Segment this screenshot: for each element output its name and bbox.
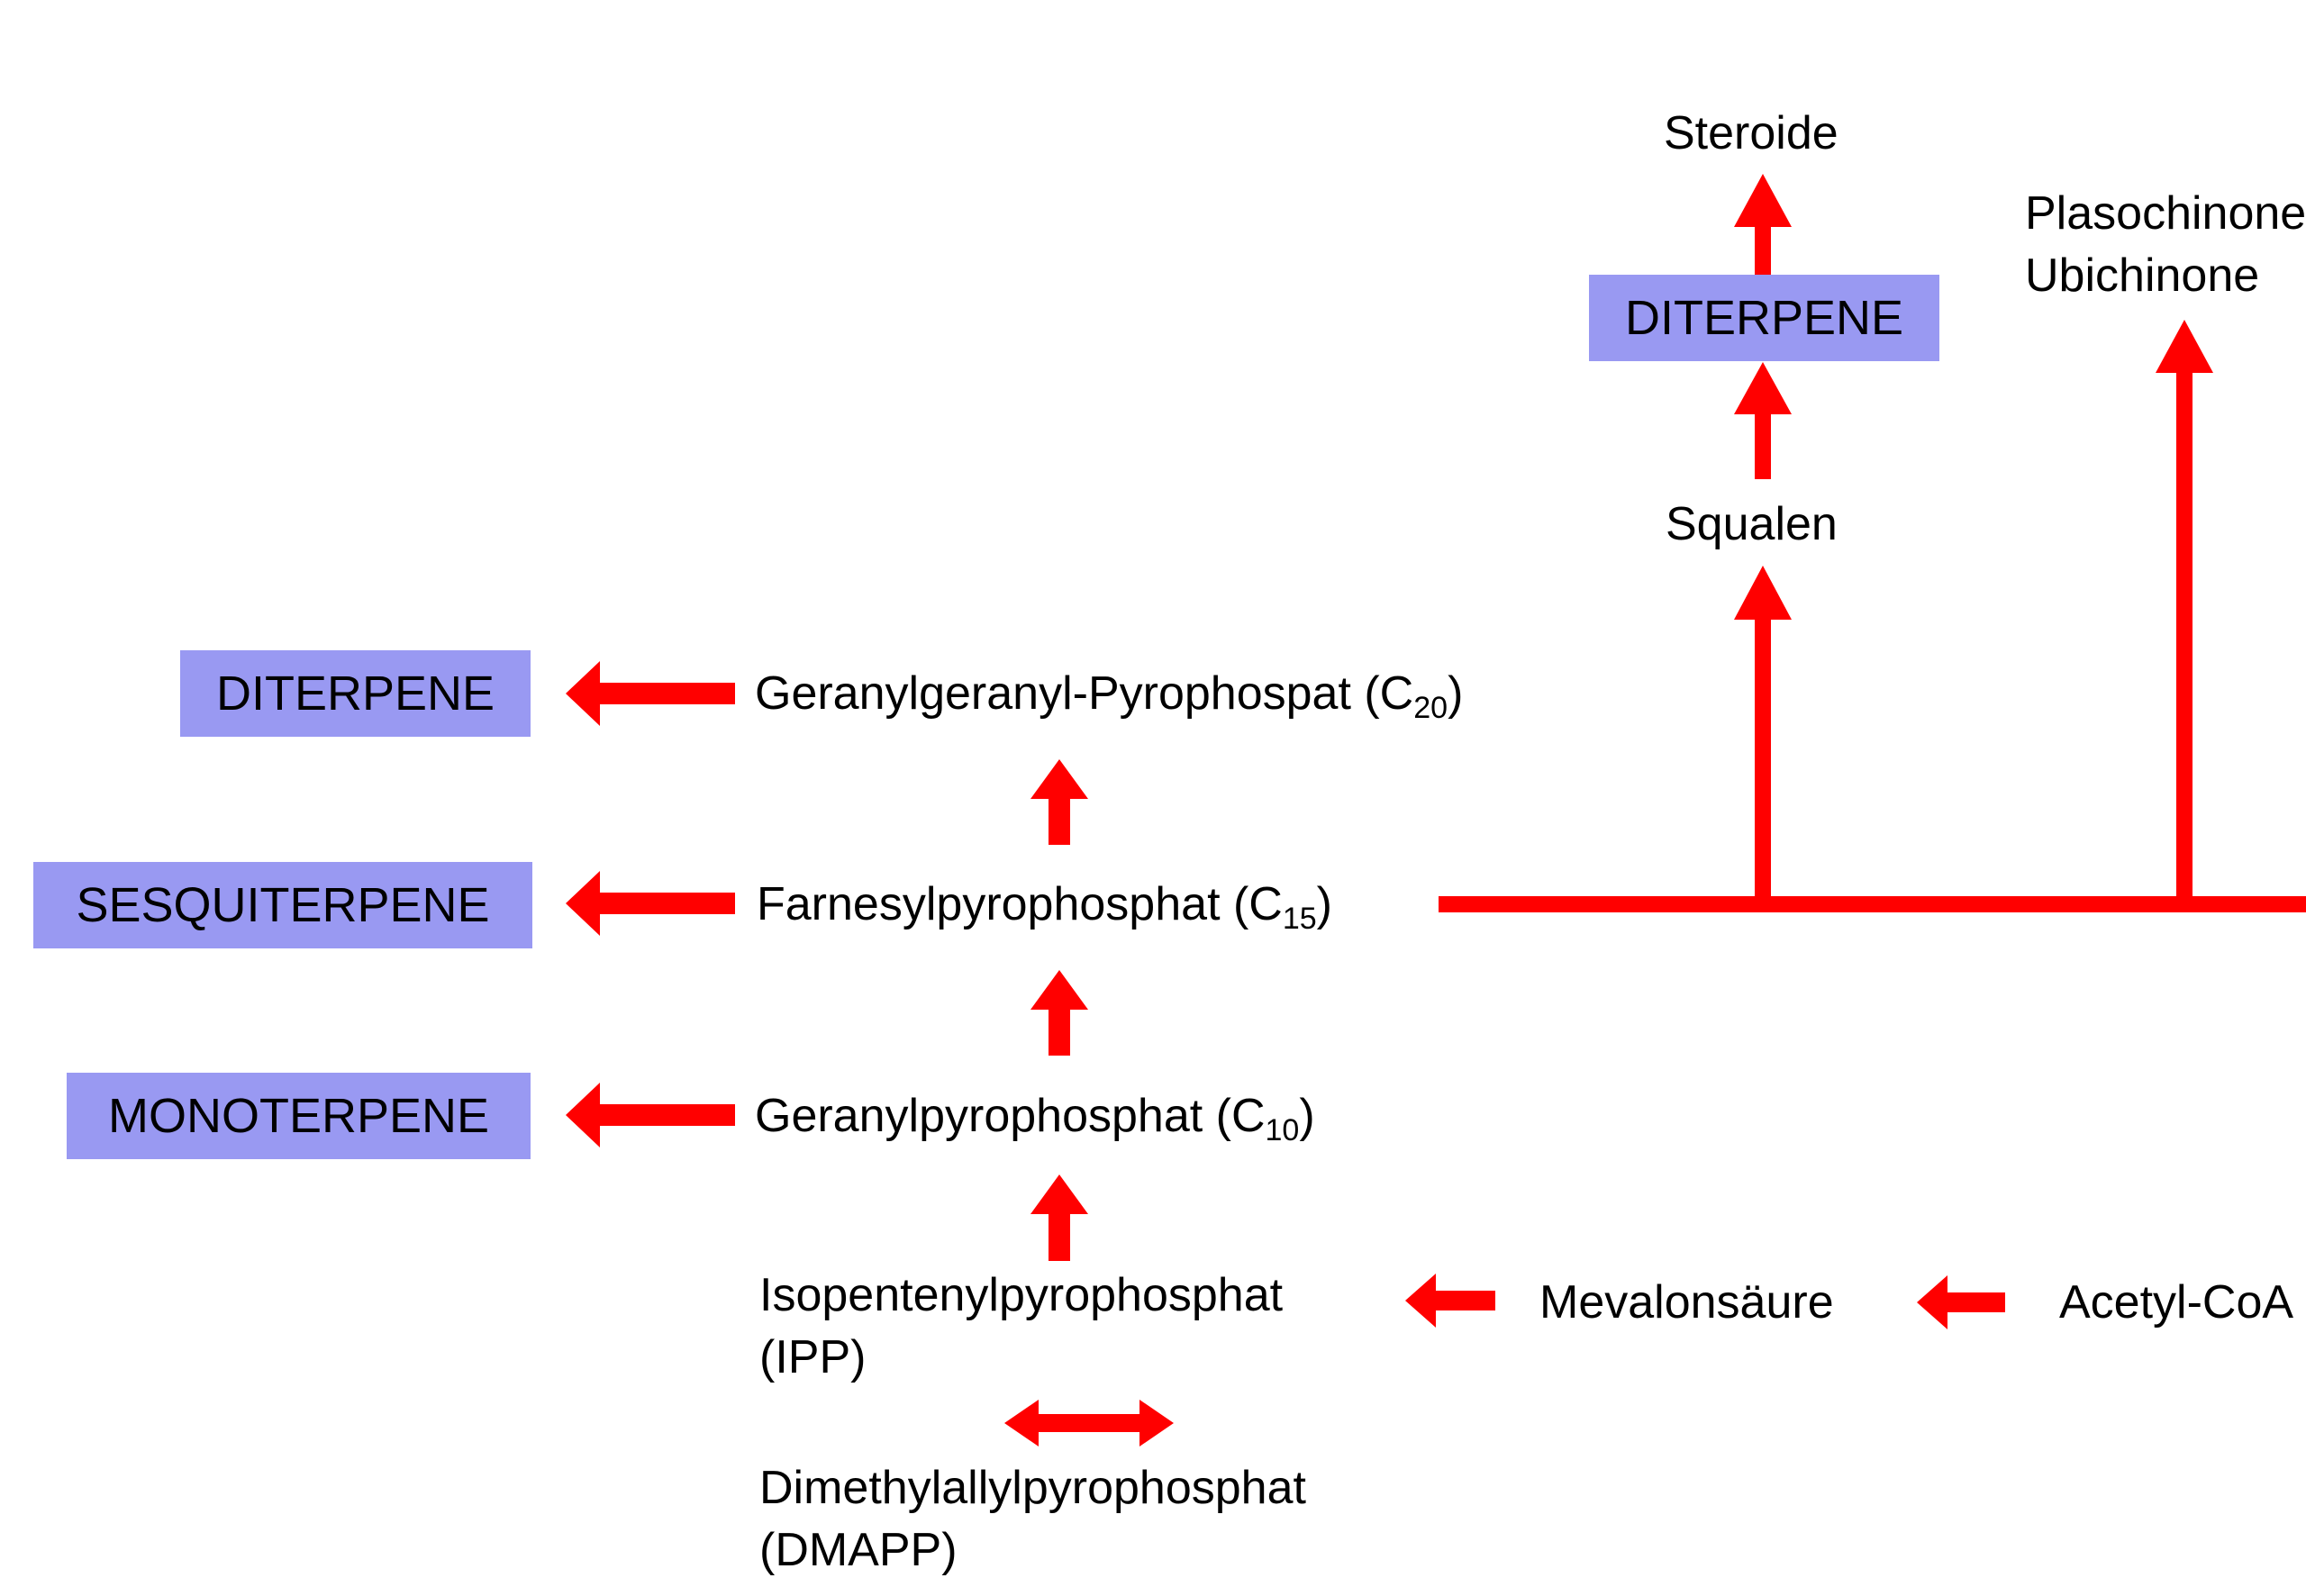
ubichinone-text: Ubichinone <box>2025 249 2260 302</box>
label-farnesylpyrophosphat: Farnesylpyrophosphat (C15) <box>757 874 1332 936</box>
arrow-ggpp-to-diterpene <box>566 661 735 726</box>
ubichinone-branch-stem <box>2176 369 2193 904</box>
ggpp-close: ) <box>1448 667 1464 720</box>
arrow-diterpene-top-to-steroide <box>1734 174 1792 276</box>
gpp-name: Geranylpyrophosphat (C <box>755 1090 1266 1142</box>
label-dimethylallylpyrophosphat: Dimethylallylpyrophosphat (DMAPP) <box>759 1457 1306 1581</box>
ipp-line1: Isopentenylpyrophosphat <box>759 1269 1284 1321</box>
squalen-arrowhead <box>1734 566 1792 620</box>
arrow-gpp-to-monoterpene <box>566 1083 735 1147</box>
label-geranylgeranyl-pyrophosphat: Geranylgeranyl-Pyrophospat (C20) <box>755 663 1463 725</box>
arrow-fpp-to-ggpp <box>1030 759 1088 845</box>
ggpp-name: Geranylgeranyl-Pyrophospat (C <box>755 667 1414 720</box>
arrow-mevalonsaeure-to-ipp <box>1405 1274 1495 1328</box>
label-geranylpyrophosphat: Geranylpyrophosphat (C10) <box>755 1085 1315 1147</box>
arrow-ipp-dmapp-equilibrium <box>1004 1400 1174 1446</box>
gpp-subscript: 10 <box>1265 1113 1300 1147</box>
label-squalen: Squalen <box>1666 498 1838 550</box>
gpp-close: ) <box>1299 1090 1315 1142</box>
box-diterpene-left: DITERPENE <box>180 650 531 737</box>
label-isopentenylpyrophosphat: Isopentenylpyrophosphat (IPP) <box>759 1265 1283 1388</box>
squalen-branch-stem <box>1755 617 1771 904</box>
arrow-squalen-to-diterpene-top <box>1734 362 1792 479</box>
box-diterpene-top: DITERPENE <box>1589 275 1939 361</box>
fpp-close: ) <box>1316 878 1332 930</box>
dmapp-line1: Dimethylallylpyrophosphat <box>759 1462 1306 1514</box>
arrow-acetylcoa-to-mevalonsaeure <box>1917 1275 2005 1329</box>
label-plasochinone-ubichinone: Plasochinone Ubichinone <box>2025 183 2306 306</box>
fpp-name: Farnesylpyrophosphat (C <box>757 878 1283 930</box>
ipp-line2: (IPP) <box>759 1330 867 1383</box>
label-steroide: Steroide <box>1664 107 1838 159</box>
arrow-gpp-to-fpp <box>1030 970 1088 1056</box>
label-mevalonsaeure: Mevalonsäure <box>1539 1276 1834 1328</box>
box-sesquiterpene: SESQUITERPENE <box>33 862 532 948</box>
arrow-ipp-to-gpp <box>1030 1174 1088 1261</box>
ubichinone-arrowhead <box>2156 320 2213 373</box>
fpp-branch-line <box>1439 896 2306 912</box>
arrow-fpp-to-sesquiterpene <box>566 871 735 936</box>
fpp-subscript: 15 <box>1282 902 1317 936</box>
dmapp-line2: (DMAPP) <box>759 1523 958 1576</box>
plasochinone-text: Plasochinone <box>2025 187 2306 240</box>
label-acetyl-coa: Acetyl-CoA <box>2059 1276 2294 1328</box>
ggpp-subscript: 20 <box>1413 691 1448 725</box>
box-monoterpene: MONOTERPENE <box>67 1073 531 1159</box>
